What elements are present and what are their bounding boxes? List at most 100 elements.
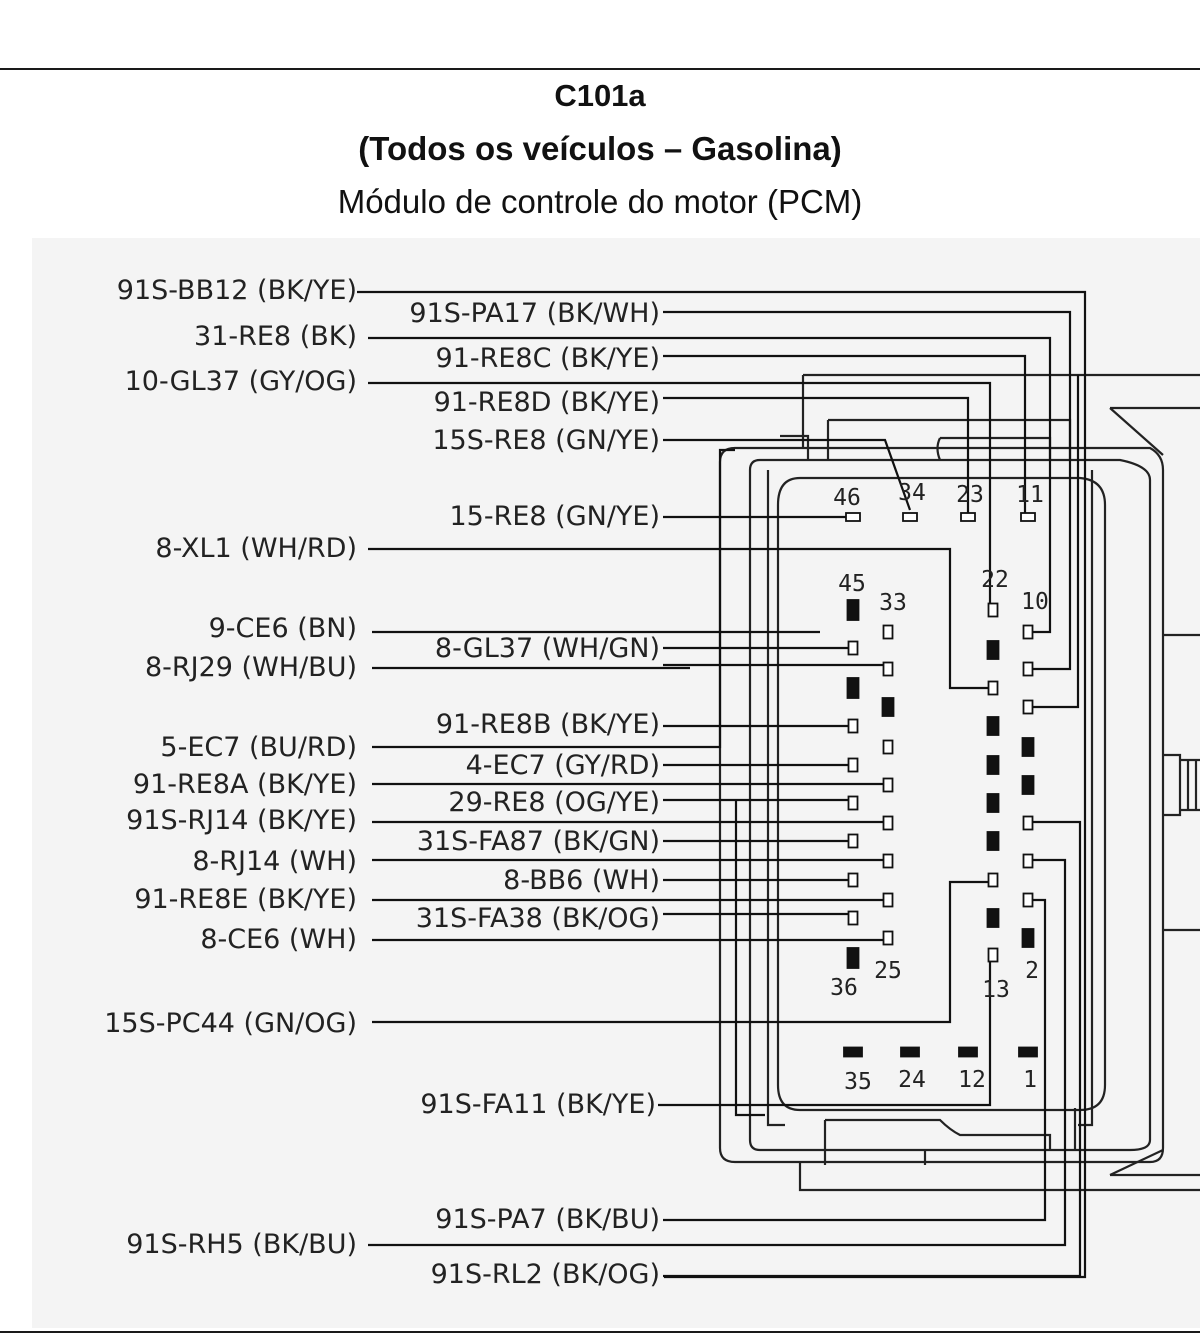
pin-terminal bbox=[902, 512, 918, 522]
wire-label: 8-XL1 (WH/RD) bbox=[155, 533, 357, 564]
empty-cavity bbox=[881, 697, 895, 717]
wire-label: 8-GL37 (WH/GN) bbox=[435, 633, 660, 664]
wire-label: 91-RE8A (BK/YE) bbox=[133, 769, 357, 800]
empty-cavity bbox=[986, 755, 1000, 775]
pin-terminal bbox=[1020, 512, 1036, 522]
wire-label: 8-BB6 (WH) bbox=[503, 865, 660, 896]
wire-path bbox=[372, 880, 988, 1024]
wire-label: 15-RE8 (GN/YE) bbox=[449, 501, 660, 532]
top-rule bbox=[0, 68, 1200, 70]
wire-label: 8-RJ14 (WH) bbox=[192, 846, 357, 877]
wire-label: 8-RJ29 (WH/BU) bbox=[145, 652, 357, 683]
wire-label: 31-RE8 (BK) bbox=[194, 321, 357, 352]
pin-terminal bbox=[1022, 853, 1034, 869]
wire-label: 4-EC7 (GY/RD) bbox=[466, 750, 660, 781]
pin-terminal bbox=[1022, 892, 1034, 908]
pin-terminal bbox=[882, 853, 894, 869]
connector-title: C101a bbox=[554, 78, 646, 113]
wire-path bbox=[663, 396, 970, 513]
empty-cavity bbox=[1021, 928, 1035, 948]
pin-number: 11 bbox=[1016, 482, 1044, 508]
empty-cavity bbox=[1021, 737, 1035, 757]
connector-description: Módulo de controle do motor (PCM) bbox=[337, 183, 863, 220]
pin-number: 35 bbox=[844, 1069, 872, 1095]
wire-path bbox=[658, 960, 992, 1107]
pin-number: 45 bbox=[838, 571, 866, 597]
pin-number: 1 bbox=[1023, 1067, 1037, 1093]
wire-path bbox=[663, 310, 1072, 671]
pin-terminal bbox=[847, 872, 859, 888]
right-wire-labels: 91S-PA17 (BK/WH)91-RE8C (BK/YE)91-RE8D (… bbox=[409, 298, 660, 1290]
empty-cavity bbox=[846, 677, 860, 699]
wire-path bbox=[663, 438, 912, 511]
pin-terminal bbox=[1022, 815, 1034, 831]
pin-terminal bbox=[987, 872, 999, 888]
wire-path bbox=[734, 800, 765, 1117]
pin-terminal bbox=[987, 947, 999, 963]
pin-terminal bbox=[847, 718, 859, 734]
pin-terminal bbox=[882, 661, 894, 677]
wire-label: 91-RE8E (BK/YE) bbox=[134, 884, 357, 915]
wire-label: 31S-FA87 (BK/GN) bbox=[417, 826, 660, 857]
empty-cavity bbox=[900, 1046, 920, 1058]
wire-label: 91S-RL2 (BK/OG) bbox=[431, 1259, 660, 1290]
wire-path bbox=[368, 547, 988, 690]
pin-number: 46 bbox=[833, 485, 861, 511]
empty-cavity bbox=[843, 1046, 863, 1058]
empty-cavity bbox=[986, 716, 1000, 736]
wire-label: 91S-RJ14 (BK/YE) bbox=[126, 805, 357, 836]
wire-routing bbox=[357, 290, 1087, 1279]
empty-cavity bbox=[846, 599, 860, 621]
wire-path bbox=[663, 898, 1047, 1222]
wire-label: 91S-FA11 (BK/YE) bbox=[420, 1089, 656, 1120]
pin-terminal bbox=[882, 930, 894, 946]
pin-terminal bbox=[882, 739, 894, 755]
wire-label: 91S-RH5 (BK/BU) bbox=[126, 1229, 357, 1260]
pin-terminal bbox=[847, 795, 859, 811]
empty-cavity bbox=[1021, 775, 1035, 795]
wire-label: 5-EC7 (BU/RD) bbox=[160, 732, 357, 763]
pin-terminal bbox=[1022, 699, 1034, 715]
pin-number: 13 bbox=[982, 977, 1010, 1003]
pin-terminal bbox=[882, 624, 894, 640]
wire-label: 9-CE6 (BN) bbox=[209, 613, 357, 644]
pin-terminal bbox=[847, 640, 859, 656]
wire-label: 91-RE8C (BK/YE) bbox=[436, 343, 660, 374]
wire-label: 91S-PA17 (BK/WH) bbox=[409, 298, 660, 329]
pin-terminal bbox=[1022, 624, 1034, 640]
pin-terminal bbox=[987, 602, 999, 618]
empty-cavity bbox=[1018, 1046, 1038, 1058]
wire-label: 31S-FA38 (BK/OG) bbox=[416, 903, 660, 934]
pin-terminal bbox=[960, 512, 976, 522]
pin-terminal bbox=[847, 833, 859, 849]
wire-label: 15S-PC44 (GN/OG) bbox=[104, 1008, 357, 1039]
wire-path bbox=[663, 820, 1082, 1278]
wire-path bbox=[372, 448, 735, 749]
empty-cavity bbox=[986, 793, 1000, 813]
pin-number: 25 bbox=[874, 958, 902, 984]
wire-label: 10-GL37 (GY/OG) bbox=[125, 366, 357, 397]
pin-number: 22 bbox=[981, 567, 1009, 593]
pin-number: 34 bbox=[898, 480, 926, 506]
wire-label: 8-CE6 (WH) bbox=[200, 924, 357, 955]
pin-terminal bbox=[847, 910, 859, 926]
pin-terminal bbox=[882, 777, 894, 793]
pin-terminal bbox=[987, 680, 999, 696]
wire-path bbox=[663, 354, 1027, 513]
bottom-rule bbox=[0, 1331, 1200, 1333]
pin-number: 10 bbox=[1021, 589, 1049, 615]
wire-path bbox=[368, 858, 1067, 1247]
empty-cavity bbox=[986, 640, 1000, 660]
pin-terminal bbox=[882, 815, 894, 831]
pin-terminal bbox=[1022, 661, 1034, 677]
pin-number: 12 bbox=[958, 1067, 986, 1093]
left-wire-labels: 91S-BB12 (BK/YE)31-RE8 (BK)10-GL37 (GY/O… bbox=[104, 275, 357, 1260]
wire-label: 91S-PA7 (BK/BU) bbox=[435, 1204, 660, 1235]
wire-label: 91-RE8B (BK/YE) bbox=[436, 709, 660, 740]
wire-path bbox=[1033, 375, 1080, 709]
pin-number: 36 bbox=[830, 975, 858, 1001]
wire-path bbox=[368, 381, 992, 605]
pin-number: 23 bbox=[956, 482, 984, 508]
